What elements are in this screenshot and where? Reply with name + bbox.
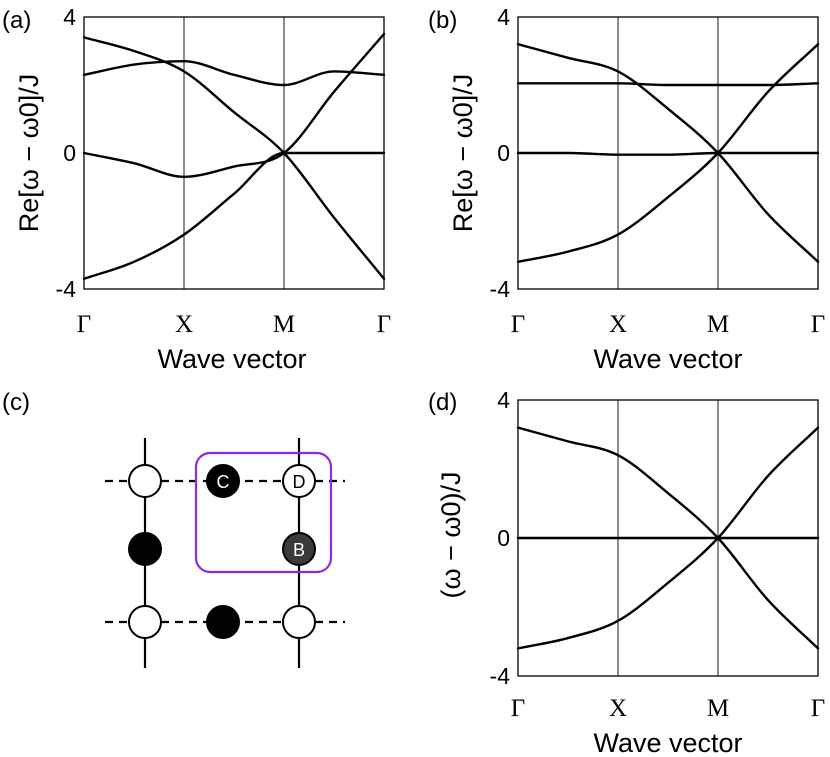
x-axis-label-b: Wave vector [593, 344, 742, 374]
x-axis-label-d: Wave vector [593, 728, 742, 757]
band-3 [82, 32, 386, 178]
x-tick-label: M [273, 311, 295, 338]
band-4 [516, 43, 820, 263]
lattice-site-empty [128, 464, 162, 498]
axes-frame [517, 16, 819, 290]
unit-cell-box [194, 451, 333, 574]
x-tick-label: Γ [811, 311, 825, 338]
x-tick-label: M [707, 695, 729, 722]
x-tick-label: Γ [511, 695, 525, 722]
x-tick-label: X [609, 311, 627, 338]
panel-c: (c) C D B [2, 389, 345, 668]
x-tick-label: Γ [811, 695, 825, 722]
x-tick-label: Γ [377, 311, 391, 338]
x-tick-label: Γ [511, 311, 525, 338]
lattice-site-d [282, 464, 316, 498]
site-label-c: C [217, 472, 230, 492]
y-axis-label-d: (ω − ω0)/J [436, 472, 466, 599]
x-tick-label: X [609, 695, 627, 722]
y-tick-label: -4 [56, 276, 77, 302]
y-tick-label: 0 [63, 140, 76, 166]
x-tick-label: X [175, 311, 193, 338]
band-3 [516, 426, 820, 650]
panel-tag-b: (b) [428, 7, 457, 34]
x-tick-label: M [707, 311, 729, 338]
lattice-site-empty [128, 605, 162, 639]
lattice-site-c [206, 464, 240, 498]
site-label-d: D [293, 472, 306, 492]
y-tick-label: 4 [497, 4, 510, 30]
y-axis-label-b: Re[ω − ω0]/J [448, 74, 478, 232]
band-2 [516, 82, 820, 87]
lattice-site-filled [206, 605, 240, 639]
band-1 [516, 426, 820, 650]
band-3 [516, 151, 820, 156]
y-tick-label: 0 [497, 140, 510, 166]
y-tick-label: -4 [490, 276, 511, 302]
panel-tag-a: (a) [2, 7, 31, 34]
axes-frame [517, 399, 819, 677]
lattice-site-b [282, 532, 316, 566]
band-2 [82, 60, 386, 87]
x-tick-label: Γ [77, 311, 91, 338]
y-tick-label: 4 [63, 4, 76, 30]
band-1 [82, 36, 386, 280]
y-tick-label: -4 [490, 663, 511, 689]
panel-tag-c: (c) [2, 389, 30, 416]
y-tick-label: 4 [497, 387, 510, 413]
y-tick-label: 0 [497, 525, 510, 551]
lattice-site-empty [282, 605, 316, 639]
band-1 [516, 43, 820, 263]
axes-frame [83, 16, 385, 290]
x-axis-label-a: Wave vector [157, 344, 306, 374]
panel-tag-d: (d) [428, 389, 457, 416]
y-axis-label-a: Re[ω − ω0]/J [14, 74, 44, 232]
band-4 [82, 151, 386, 280]
site-label-b: B [293, 540, 305, 560]
lattice-site-filled [128, 532, 162, 566]
